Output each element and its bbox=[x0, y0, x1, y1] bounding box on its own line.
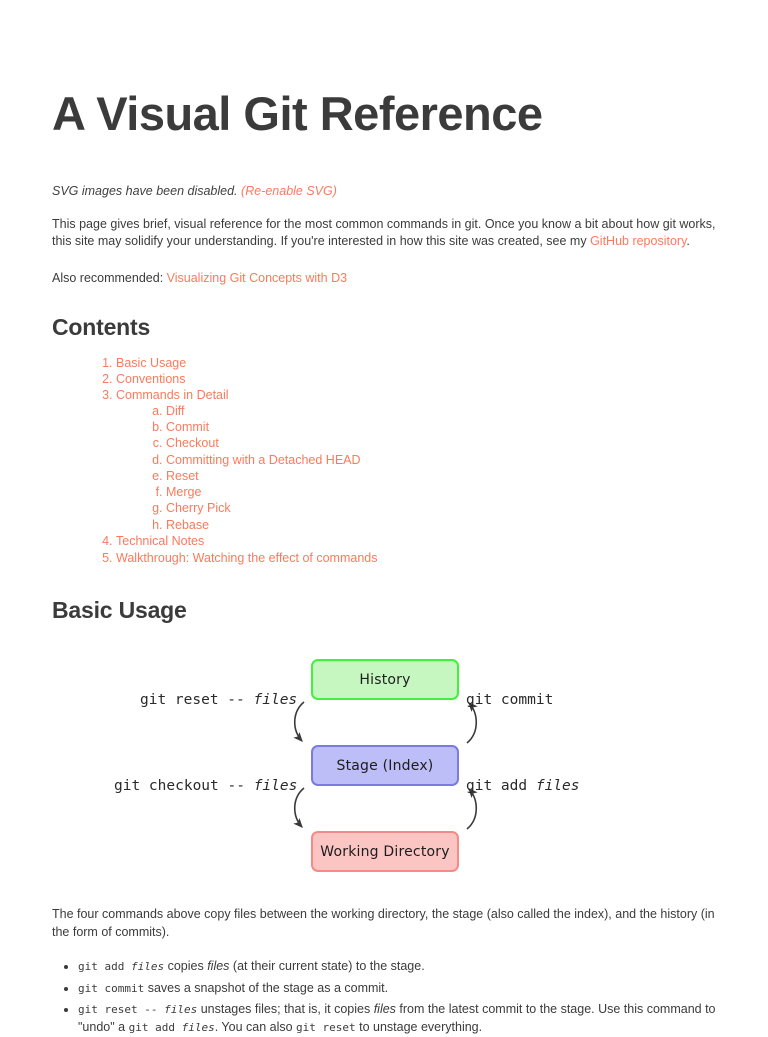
toc-item-rebase[interactable]: Rebase bbox=[166, 517, 716, 533]
inline-code: git add bbox=[78, 960, 131, 974]
diagram-label-git-commit: git commit bbox=[466, 692, 553, 708]
arrow-working-to-stage bbox=[466, 788, 478, 831]
diagram-label-git-reset: git reset -- files bbox=[140, 692, 297, 708]
visualizing-git-concepts-link[interactable]: Visualizing Git Concepts with D3 bbox=[166, 271, 348, 286]
page-title: A Visual Git Reference bbox=[52, 87, 543, 140]
svg-notice-text: SVG images have been disabled. bbox=[52, 183, 238, 198]
toc-link-cherry-pick[interactable]: Cherry Pick bbox=[166, 501, 231, 516]
toc-link-diff[interactable]: Diff bbox=[166, 403, 185, 418]
toc-item-commands-in-detail[interactable]: Commands in Detail Diff Commit Checkout … bbox=[116, 388, 716, 534]
inline-code-arg: files bbox=[130, 960, 165, 974]
toc-link-reset[interactable]: Reset bbox=[166, 468, 199, 483]
svg-disabled-notice: SVG images have been disabled. (Re-enabl… bbox=[52, 140, 716, 198]
inline-code: git add bbox=[128, 1020, 182, 1034]
diagram-label-git-checkout-cmd: git checkout -- bbox=[114, 778, 254, 795]
table-of-contents: Basic Usage Conventions Commands in Deta… bbox=[52, 341, 716, 566]
inline-code: git reset bbox=[296, 1020, 356, 1034]
toc-item-commit[interactable]: Commit bbox=[166, 420, 716, 436]
toc-link-commands-in-detail[interactable]: Commands in Detail bbox=[116, 388, 229, 403]
toc-link-rebase[interactable]: Rebase bbox=[166, 517, 210, 532]
toc-link-conventions[interactable]: Conventions bbox=[116, 371, 186, 386]
inline-code: git reset -- bbox=[78, 1002, 165, 1016]
diagram-label-git-checkout-arg: files bbox=[253, 778, 298, 795]
diagram-arrows bbox=[293, 701, 478, 831]
list-item: git add files copies files (at their cur… bbox=[78, 956, 716, 977]
inline-code: git commit bbox=[78, 981, 145, 995]
arrow-stage-to-history bbox=[466, 702, 478, 745]
toc-link-walkthrough[interactable]: Walkthrough: Watching the effect of comm… bbox=[116, 550, 378, 565]
github-repository-link[interactable]: GitHub repository bbox=[590, 234, 687, 249]
diagram-label-git-add: git add files bbox=[466, 778, 580, 794]
toc-link-commit[interactable]: Commit bbox=[166, 420, 210, 435]
diagram-canvas: History Stage (Index) Working Directory … bbox=[52, 642, 716, 894]
diagram-box-working-directory[interactable]: Working Directory bbox=[311, 831, 459, 873]
arrow-stage-to-working bbox=[293, 787, 305, 829]
arrow-history-to-stage bbox=[293, 701, 305, 743]
diagram-label-git-reset-cmd: git reset -- bbox=[140, 692, 254, 709]
intro-text-part2: . bbox=[686, 234, 690, 249]
contents-heading: Contents bbox=[52, 314, 151, 341]
basic-usage-heading: Basic Usage bbox=[52, 597, 187, 624]
diagram-label-git-checkout: git checkout -- files bbox=[114, 778, 297, 794]
inline-code-arg: files bbox=[181, 1020, 215, 1034]
re-enable-svg-link[interactable]: (Re-enable SVG) bbox=[241, 183, 337, 198]
toc-item-basic-usage[interactable]: Basic Usage bbox=[116, 355, 716, 371]
diagram-label-git-commit-cmd: git commit bbox=[466, 692, 554, 709]
intro-text-part1: This page gives brief, visual reference … bbox=[52, 216, 716, 249]
intro-paragraph: This page gives brief, visual reference … bbox=[52, 198, 716, 252]
toc-item-walkthrough[interactable]: Walkthrough: Watching the effect of comm… bbox=[116, 550, 716, 566]
also-recommended-label: Also recommended: bbox=[52, 271, 167, 286]
toc-link-basic-usage[interactable]: Basic Usage bbox=[116, 355, 187, 370]
diagram-label-git-add-arg: files bbox=[535, 778, 580, 795]
toc-link-detached-head[interactable]: Committing with a Detached HEAD bbox=[166, 452, 361, 467]
diagram-box-history[interactable]: History bbox=[311, 659, 459, 701]
list-item: git commit saves a snapshot of the stage… bbox=[78, 977, 716, 998]
diagram-explanation: The four commands above copy files betwe… bbox=[52, 907, 715, 940]
command-bullet-list: git add files copies files (at their cur… bbox=[52, 942, 716, 1037]
toc-sublist-commands: Diff Commit Checkout Committing with a D… bbox=[116, 403, 716, 533]
also-recommended-paragraph: Also recommended: Visualizing Git Concep… bbox=[52, 251, 716, 285]
diagram-label-git-add-cmd: git add bbox=[466, 778, 536, 795]
diagram-box-working-directory-label: Working Directory bbox=[320, 843, 450, 860]
list-item: git reset -- files unstages files; that … bbox=[78, 998, 716, 1037]
diagram-box-history-label: History bbox=[359, 671, 411, 688]
diagram-box-stage[interactable]: Stage (Index) bbox=[311, 745, 459, 787]
diagram-label-git-reset-arg: files bbox=[253, 692, 298, 709]
toc-item-conventions[interactable]: Conventions bbox=[116, 371, 716, 387]
toc-link-technical-notes[interactable]: Technical Notes bbox=[116, 534, 205, 549]
toc-item-technical-notes[interactable]: Technical Notes bbox=[116, 534, 716, 550]
emphasis-text: files bbox=[207, 959, 230, 974]
diagram-box-stage-label: Stage (Index) bbox=[336, 757, 434, 774]
emphasis-text: files bbox=[373, 1001, 396, 1016]
git-areas-diagram: History Stage (Index) Working Directory … bbox=[52, 642, 716, 894]
toc-item-cherry-pick[interactable]: Cherry Pick bbox=[166, 501, 716, 517]
toc-link-merge[interactable]: Merge bbox=[166, 485, 202, 500]
toc-item-checkout[interactable]: Checkout bbox=[166, 436, 716, 452]
toc-item-merge[interactable]: Merge bbox=[166, 485, 716, 501]
toc-item-detached-head[interactable]: Committing with a Detached HEAD bbox=[166, 452, 716, 468]
toc-link-checkout[interactable]: Checkout bbox=[166, 436, 219, 451]
inline-code-arg: files bbox=[164, 1002, 198, 1016]
toc-item-reset[interactable]: Reset bbox=[166, 468, 716, 484]
toc-item-diff[interactable]: Diff bbox=[166, 403, 716, 419]
